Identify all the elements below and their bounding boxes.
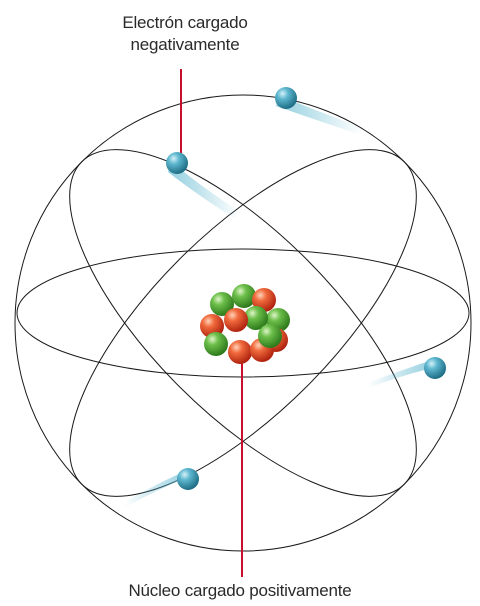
nucleus — [200, 284, 290, 364]
electron-labeled — [166, 152, 188, 174]
neutron — [258, 324, 282, 348]
electron-bottom-left — [177, 468, 199, 490]
nucleus-label: Núcleo cargado positivamente — [90, 580, 390, 602]
electron-top-right — [275, 87, 297, 109]
neutron — [232, 284, 256, 308]
proton — [224, 308, 248, 332]
proton — [228, 340, 252, 364]
electron-label-line1: Electrón cargado — [80, 12, 290, 34]
electron-right — [424, 357, 446, 379]
electron-label: Electrón cargado negativamente — [80, 12, 290, 56]
neutron — [204, 332, 228, 356]
electron-label-line2: negativamente — [80, 34, 290, 56]
